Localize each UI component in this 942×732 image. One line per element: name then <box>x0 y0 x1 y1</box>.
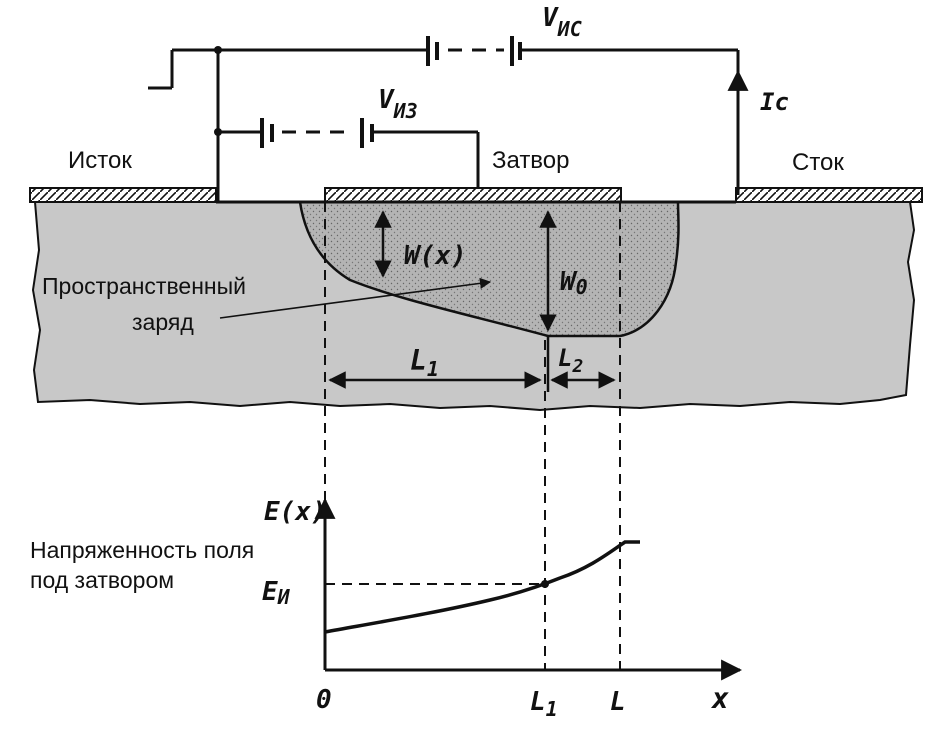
field-title-1: Напряженность поля <box>30 537 254 563</box>
field-x-label: x <box>710 682 729 715</box>
field-title-2: под затвором <box>30 567 174 593</box>
space-charge-label-1: Пространственный <box>42 273 246 299</box>
gate-contact <box>324 187 622 203</box>
source-label: Исток <box>68 147 132 174</box>
gate-label: Затвор <box>492 147 569 174</box>
circuit-wiring <box>148 48 740 202</box>
depletion-region <box>298 200 680 338</box>
battery-vds <box>426 36 522 66</box>
field-l1-point <box>541 580 549 588</box>
junction-gate <box>214 128 222 136</box>
field-curve <box>324 540 640 634</box>
tick-l1: L1 <box>530 687 558 721</box>
junction-top <box>214 46 222 54</box>
drain-label: Сток <box>792 149 844 176</box>
wx-label: W(x) <box>404 241 467 271</box>
source-contact <box>29 187 217 203</box>
vds-label: VИС <box>542 3 582 41</box>
battery-vgs <box>260 118 374 148</box>
space-charge-pointer <box>219 277 492 319</box>
field-e-marker: EИ <box>262 577 291 609</box>
w0-label: W0 <box>560 267 588 299</box>
space-charge-label-2: заряд <box>132 309 194 335</box>
guide-lines <box>324 202 621 670</box>
tick-l: L <box>610 687 626 717</box>
field-y-label: E(x) <box>264 497 327 527</box>
tick-origin: 0 <box>316 685 332 715</box>
vgs-label: VИЗ <box>378 85 418 123</box>
drain-current-label: Ic <box>760 88 789 116</box>
l1-label: L1 <box>410 344 439 381</box>
l2-label: L2 <box>558 344 583 377</box>
drain-contact <box>735 187 923 203</box>
